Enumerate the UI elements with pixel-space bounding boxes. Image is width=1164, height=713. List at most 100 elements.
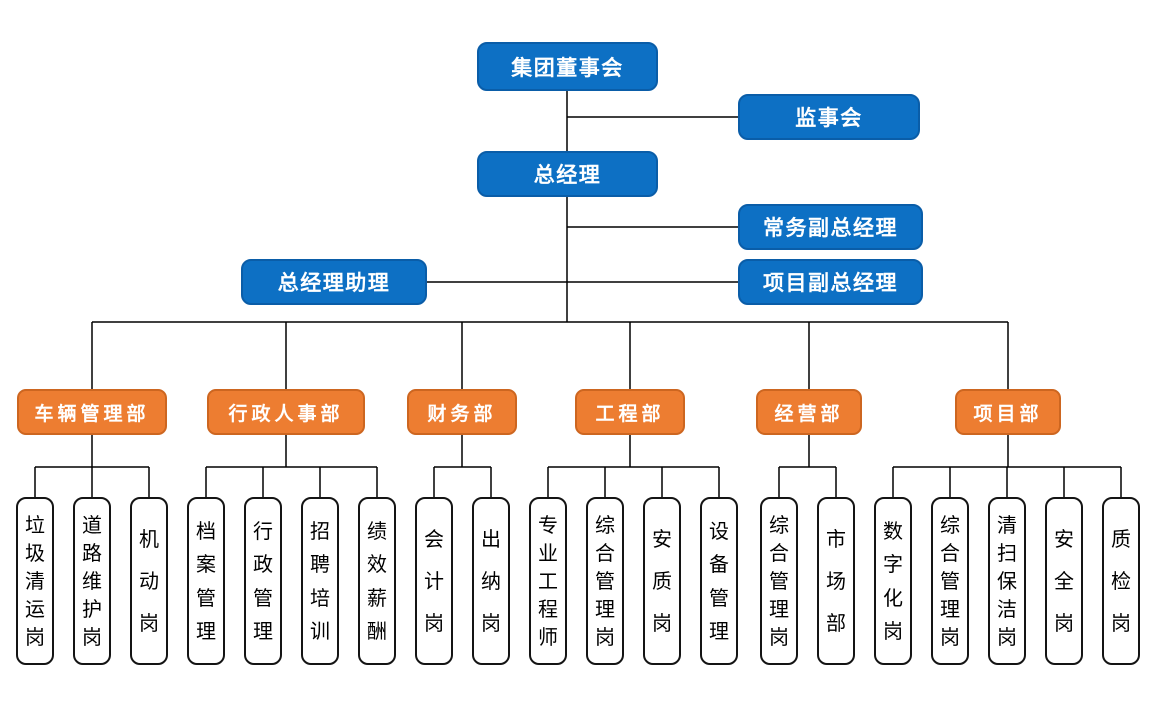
position-label-char: 机 (139, 527, 159, 551)
position-node-5-3: 安全岗 (1045, 497, 1083, 665)
position-label-char: 场 (826, 569, 846, 593)
node-group-board: 集团董事会 (477, 42, 658, 91)
position-label-char: 动 (139, 569, 159, 593)
node-label: 监事会 (795, 106, 863, 130)
position-label-char: 岗 (769, 625, 789, 649)
position-label-char: 检 (1111, 569, 1131, 593)
position-label-char: 计 (424, 569, 444, 593)
position-node-1-3: 绩效薪酬 (358, 497, 396, 665)
position-label-char: 出 (481, 527, 501, 551)
position-label-char: 行 (253, 518, 273, 543)
position-node-4-1: 市场部 (817, 497, 855, 665)
position-label-char: 设 (709, 518, 729, 543)
position-label-char: 管 (253, 585, 273, 610)
position-label-char: 备 (709, 552, 729, 577)
department-label: 项目部 (973, 402, 1043, 425)
position-node-5-4: 质检岗 (1102, 497, 1140, 665)
position-label-char: 招 (310, 518, 330, 543)
department-node-0: 车辆管理部 (17, 389, 167, 435)
position-label-char: 培 (310, 585, 330, 610)
position-label-char: 效 (367, 552, 387, 577)
department-node-2: 财务部 (407, 389, 517, 435)
position-label-char: 护 (82, 597, 102, 621)
department-label: 车辆管理部 (34, 402, 150, 425)
position-node-1-1: 行政管理 (244, 497, 282, 665)
node-label: 总经理助理 (277, 271, 391, 295)
position-label-char: 质 (652, 569, 672, 593)
position-node-4-0: 综合管理岗 (760, 497, 798, 665)
position-label-char: 管 (709, 585, 729, 610)
position-label-char: 理 (595, 597, 615, 621)
position-node-2-0: 会计岗 (415, 497, 453, 665)
position-node-3-0: 专业工程师 (529, 497, 567, 665)
position-label-char: 政 (253, 552, 273, 577)
position-node-0-2: 机动岗 (130, 497, 168, 665)
position-label-char: 垃 (25, 513, 45, 537)
position-node-1-2: 招聘培训 (301, 497, 339, 665)
node-label: 项目副总经理 (763, 271, 898, 295)
position-node-5-1: 综合管理岗 (931, 497, 969, 665)
node-label: 集团董事会 (511, 55, 624, 80)
department-node-4: 经营部 (756, 389, 862, 435)
node-executive-deputy-gm: 常务副总经理 (738, 204, 923, 250)
department-node-5: 项目部 (955, 389, 1061, 435)
position-label-char: 综 (595, 513, 615, 537)
position-label-char: 合 (769, 541, 789, 565)
position-label-char: 师 (538, 625, 558, 649)
position-node-2-1: 出纳岗 (472, 497, 510, 665)
position-label-char: 会 (424, 527, 444, 551)
position-label-char: 工 (538, 569, 558, 593)
node-label: 总经理 (533, 163, 602, 187)
position-label-char: 洁 (997, 597, 1017, 621)
position-node-3-2: 安质岗 (643, 497, 681, 665)
position-label-char: 管 (595, 569, 615, 593)
position-label-char: 岗 (82, 625, 102, 649)
position-label-char: 市 (826, 527, 846, 551)
position-label-char: 岗 (595, 625, 615, 649)
position-label-char: 路 (82, 541, 102, 565)
position-label-char: 字 (883, 552, 903, 577)
position-label-char: 绩 (367, 518, 387, 543)
position-label-char: 保 (997, 569, 1017, 593)
position-label-char: 理 (196, 619, 216, 644)
position-label-char: 合 (595, 541, 615, 565)
department-label: 财务部 (427, 402, 497, 425)
position-node-0-0: 垃圾清运岗 (16, 497, 54, 665)
position-label-char: 纳 (481, 569, 501, 593)
node-label: 常务副总经理 (763, 216, 898, 240)
position-label-char: 聘 (310, 552, 330, 577)
position-label-char: 管 (196, 585, 216, 610)
position-label-char: 岗 (424, 611, 444, 635)
position-label-char: 岗 (940, 625, 960, 649)
position-label-char: 案 (196, 552, 216, 577)
position-label-char: 全 (1054, 569, 1074, 593)
position-node-0-1: 道路维护岗 (73, 497, 111, 665)
position-node-3-3: 设备管理 (700, 497, 738, 665)
position-label-char: 岗 (1111, 611, 1131, 635)
position-node-3-1: 综合管理岗 (586, 497, 624, 665)
position-label-char: 岗 (997, 625, 1017, 649)
position-label-char: 安 (652, 527, 672, 551)
position-label-char: 酬 (367, 619, 387, 644)
position-label-char: 岗 (652, 611, 672, 635)
position-label-char: 运 (25, 597, 45, 621)
position-label-char: 维 (82, 569, 102, 593)
position-label-char: 道 (82, 513, 102, 537)
position-label-char: 清 (997, 513, 1017, 537)
department-node-1: 行政人事部 (207, 389, 365, 435)
position-label-char: 管 (769, 569, 789, 593)
position-label-char: 化 (883, 585, 903, 610)
position-label-char: 岗 (883, 619, 903, 644)
position-label-char: 理 (253, 619, 273, 644)
department-node-3: 工程部 (575, 389, 685, 435)
position-label-char: 管 (940, 569, 960, 593)
position-label-char: 薪 (367, 585, 387, 610)
department-label: 行政人事部 (228, 402, 344, 425)
position-label-char: 业 (538, 541, 558, 565)
department-label: 工程部 (595, 402, 665, 425)
position-label-char: 质 (1111, 527, 1131, 551)
position-label-char: 理 (769, 597, 789, 621)
node-general-manager: 总经理 (477, 151, 658, 197)
position-label-char: 安 (1054, 527, 1074, 551)
